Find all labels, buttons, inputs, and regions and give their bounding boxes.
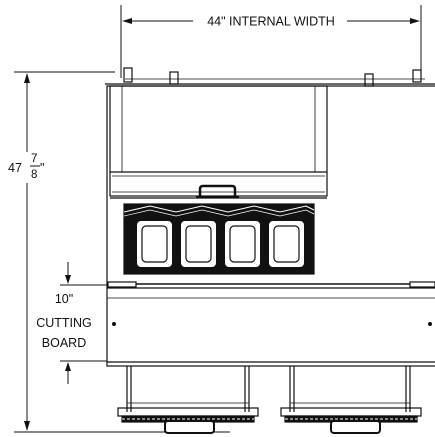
cutting-board-dimension: 10" CUTTING BOARD <box>36 262 107 384</box>
arrow-down-small <box>65 275 71 284</box>
cutting-board-line1: CUTTING <box>36 316 92 330</box>
cutting-board-line2: BOARD <box>42 336 86 350</box>
width-dimension: 44" INTERNAL WIDTH <box>120 5 422 78</box>
machine-body <box>105 67 435 434</box>
height-denominator: 8 <box>31 169 37 181</box>
height-unit: " <box>40 161 44 175</box>
height-whole: 47 <box>8 161 22 175</box>
pan <box>179 219 218 269</box>
arrow-down <box>24 421 30 431</box>
board-clip-right <box>409 281 435 288</box>
arrow-right <box>410 18 420 24</box>
height-numerator: 7 <box>31 153 37 165</box>
caster-wheel <box>164 420 215 434</box>
caster-right <box>280 366 422 434</box>
lid-handle <box>198 184 237 196</box>
top-clip <box>412 69 422 83</box>
board-clip-left <box>107 281 137 288</box>
board-screw <box>428 322 432 326</box>
height-dimension: 47 7 8 " <box>8 71 230 433</box>
internal-width-label: 44" INTERNAL WIDTH <box>207 15 335 29</box>
caster-wheel <box>330 420 381 434</box>
pan <box>135 219 174 269</box>
pan <box>223 219 262 269</box>
arrow-up-small <box>65 362 71 371</box>
board-screw <box>112 322 116 326</box>
top-clip <box>123 67 133 83</box>
pan <box>267 219 306 269</box>
cutting-board-size: 10" <box>55 292 73 306</box>
caster-left <box>117 366 259 434</box>
arrow-up <box>24 73 30 83</box>
lid <box>109 85 328 197</box>
arrow-left <box>122 18 132 24</box>
top-clip <box>169 71 179 85</box>
